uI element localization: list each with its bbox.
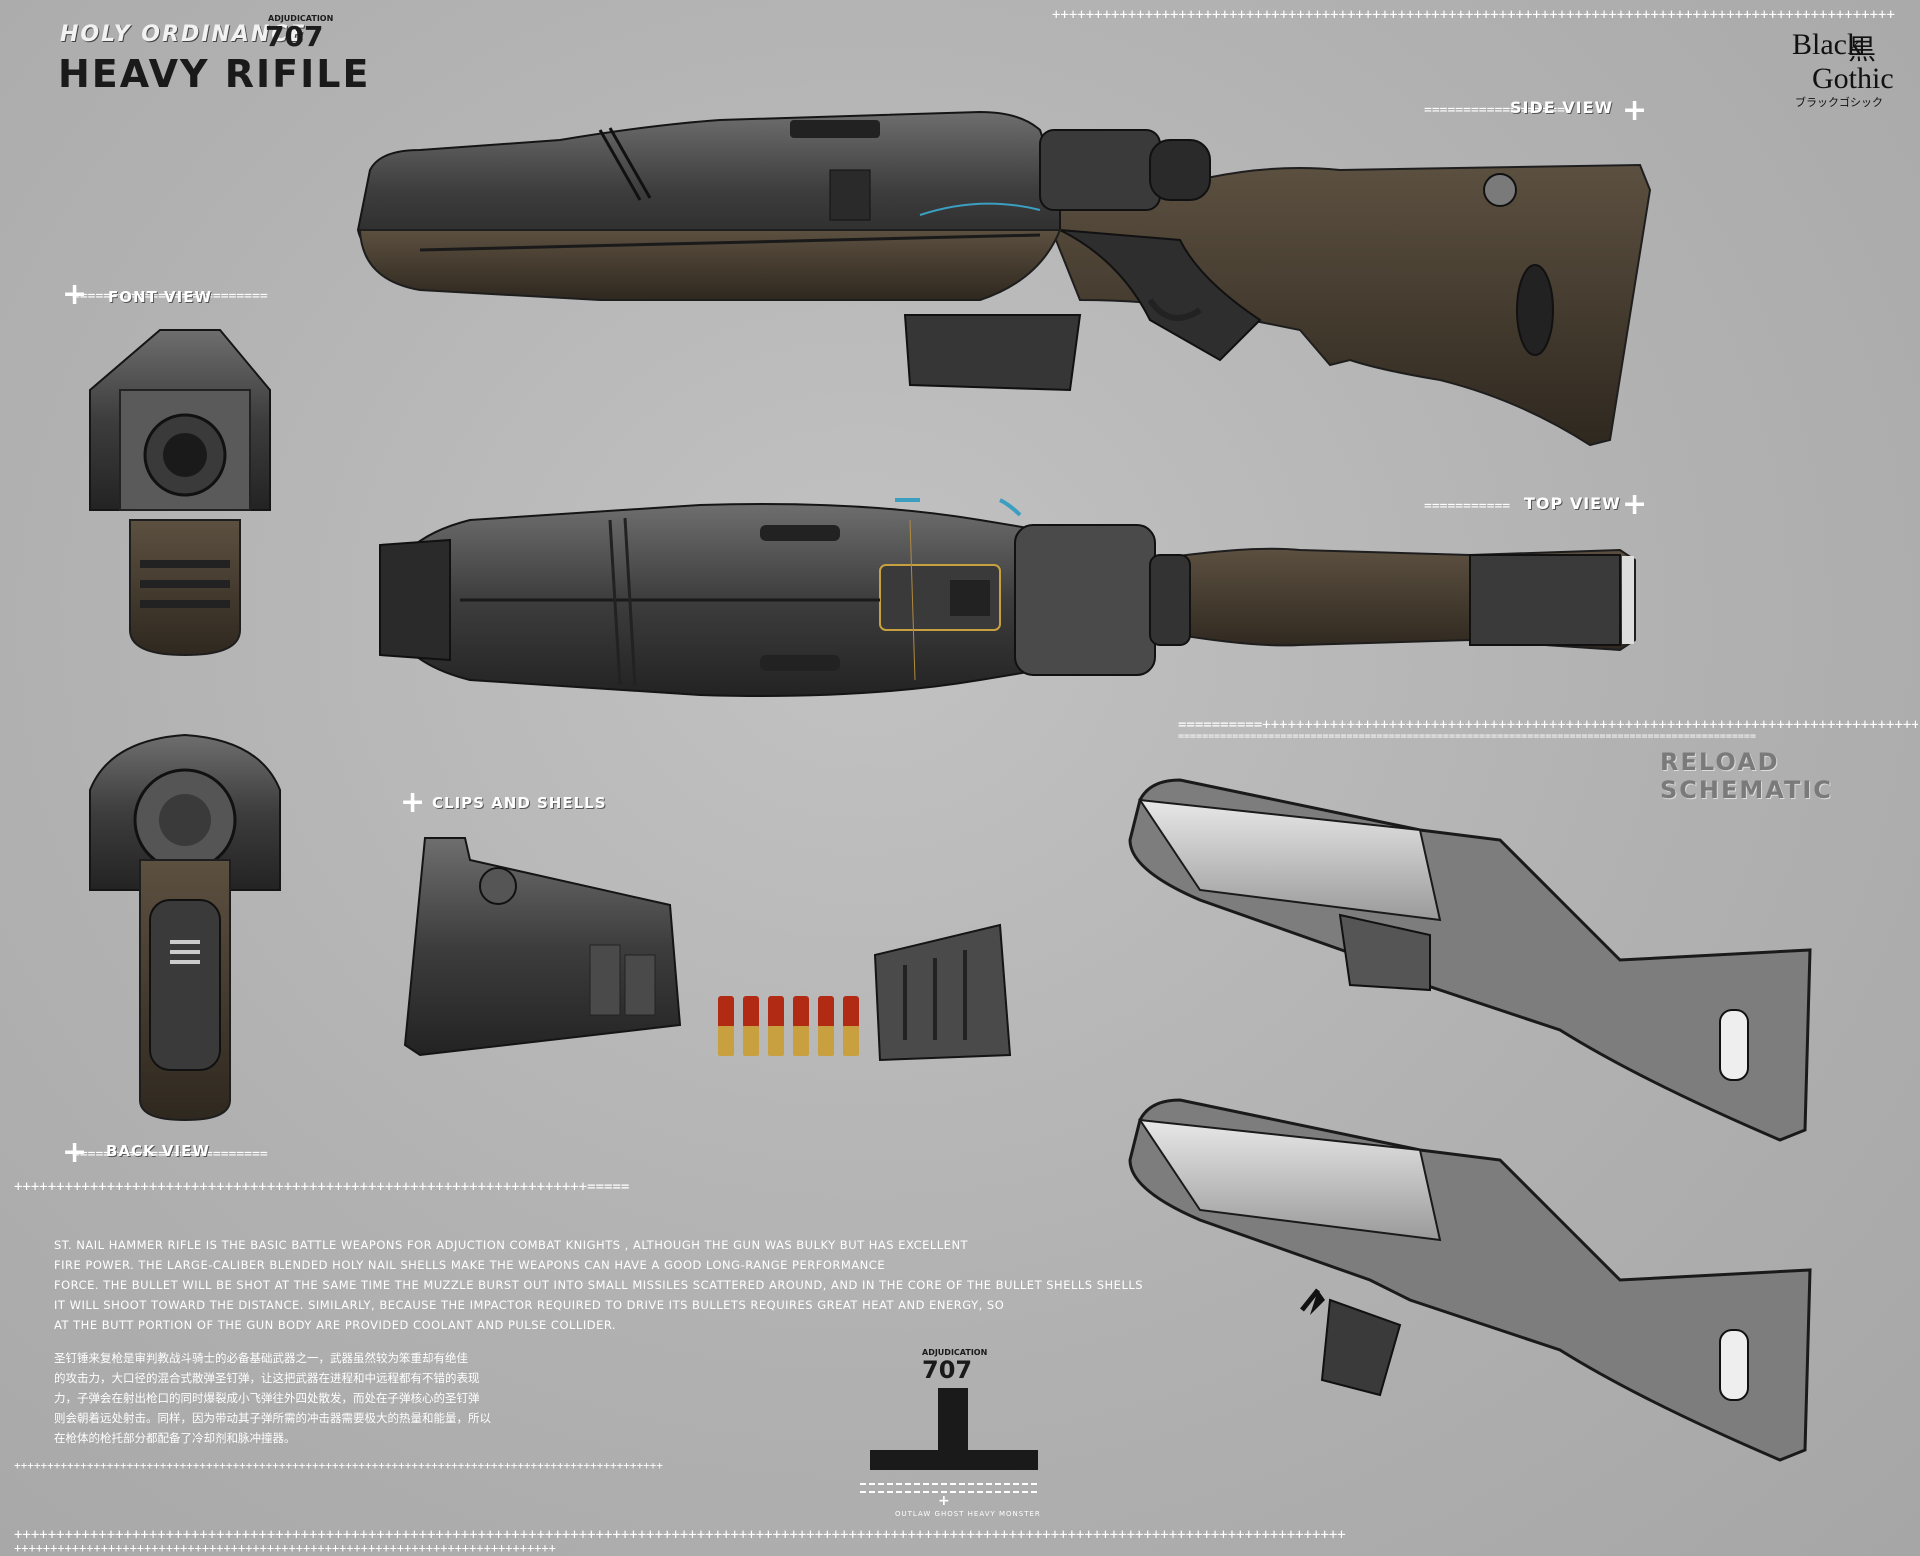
clips-label: CLIPS AND SHELLS	[432, 794, 607, 812]
description-zh-line: 在枪体的枪托部分都配备了冷却剂和脉冲撞器。	[54, 1431, 296, 1445]
tiny-label: ADJUDICATION	[268, 14, 334, 23]
brand-logo-line2: Gothic	[1812, 62, 1894, 95]
divider: ++++++++++++++++++++++++++++++++++++++++…	[14, 1460, 664, 1471]
description-en-line: IT WILL SHOOT TOWARD THE DISTANCE. SIMIL…	[54, 1298, 1005, 1312]
description-zh-line: 的攻击力，大口径的混合式散弹圣钉弹，让这把武器在进程和中远程都有不错的表现	[54, 1371, 480, 1385]
shell	[718, 996, 734, 1056]
divider: ==================	[1424, 104, 1565, 117]
description-zh-line: 圣钉锤来复枪是审判教战斗骑士的必备基础武器之一，武器虽然较为笨重却有绝佳	[54, 1351, 468, 1365]
logo-tiny-label: ADJUDICATION	[922, 1348, 988, 1357]
description-en-line: FORCE. THE BULLET WILL BE SHOT AT THE SA…	[54, 1278, 1144, 1292]
divider: ==========++++++++++++++++++++++++++++++…	[1178, 718, 1918, 732]
weapon-number: 707	[265, 20, 324, 53]
reload-schematic-label: RELOAD SCHEMATIC	[1660, 748, 1833, 804]
divider: ++++++++++++++++++++++++++++++++++++++++…	[14, 1542, 556, 1554]
side-view-label: SIDE VIEW	[1510, 98, 1614, 117]
shell	[793, 996, 809, 1056]
description-en-line: FIRE POWER. THE LARGE-CALIBER BLENDED HO…	[54, 1258, 886, 1272]
brand-logo-katakana: ブラックゴシック	[1795, 96, 1883, 109]
plus-marker: +	[62, 1135, 88, 1170]
divider: ++++++++++++++++++++++++++++++++++++++++…	[14, 1528, 1346, 1542]
shell	[768, 996, 784, 1056]
top-view-label: TOP VIEW	[1524, 494, 1621, 513]
logo-subtitle: OUTLAW GHOST HEAVY MONSTER	[895, 1510, 1041, 1518]
brand-logo-line1: Black	[1792, 28, 1862, 61]
logo-number: 707	[922, 1356, 973, 1384]
divider: ++++++++++++++++++++++++++++++++++++++++…	[1052, 8, 1895, 22]
divider: ========================================…	[1178, 732, 1756, 742]
back-view-label: BACK VIEW	[106, 1142, 210, 1160]
plus-marker: +	[1622, 93, 1648, 128]
plus-marker: +	[938, 1493, 950, 1509]
shell	[818, 996, 834, 1056]
divider: =========================	[72, 290, 268, 303]
shell-group	[718, 996, 859, 1056]
brand-logo-kanji: 黒	[1848, 33, 1877, 66]
divider: =========================	[72, 1148, 268, 1161]
divider: ++++++++++++++++++++++++++++++++++++++++…	[14, 1180, 630, 1194]
description-en-line: ST. NAIL HAMMER RIFLE IS THE BASIC BATTL…	[54, 1238, 969, 1252]
front-view-label: FONT VIEW	[108, 288, 212, 306]
description-zh-line: 则会朝着远处射击。同样，因为带动其子弹所需的冲击器需要极大的热量和能量，所以	[54, 1411, 491, 1425]
plus-marker: +	[1622, 487, 1648, 522]
shell	[743, 996, 759, 1056]
supertitle: HOLY ORDINANCE	[60, 22, 307, 47]
plus-marker: +	[62, 277, 88, 312]
divider: ===========	[1424, 500, 1511, 513]
page-title: HEAVY RIFILE	[58, 52, 371, 96]
plus-marker: +	[400, 785, 426, 820]
description-zh-line: 力，子弹会在射出枪口的同时爆裂成小飞弹往外四处散发，而处在子弹核心的圣钉弹	[54, 1391, 480, 1405]
shell	[843, 996, 859, 1056]
description-en-line: AT THE BUTT PORTION OF THE GUN BODY ARE …	[54, 1318, 617, 1332]
